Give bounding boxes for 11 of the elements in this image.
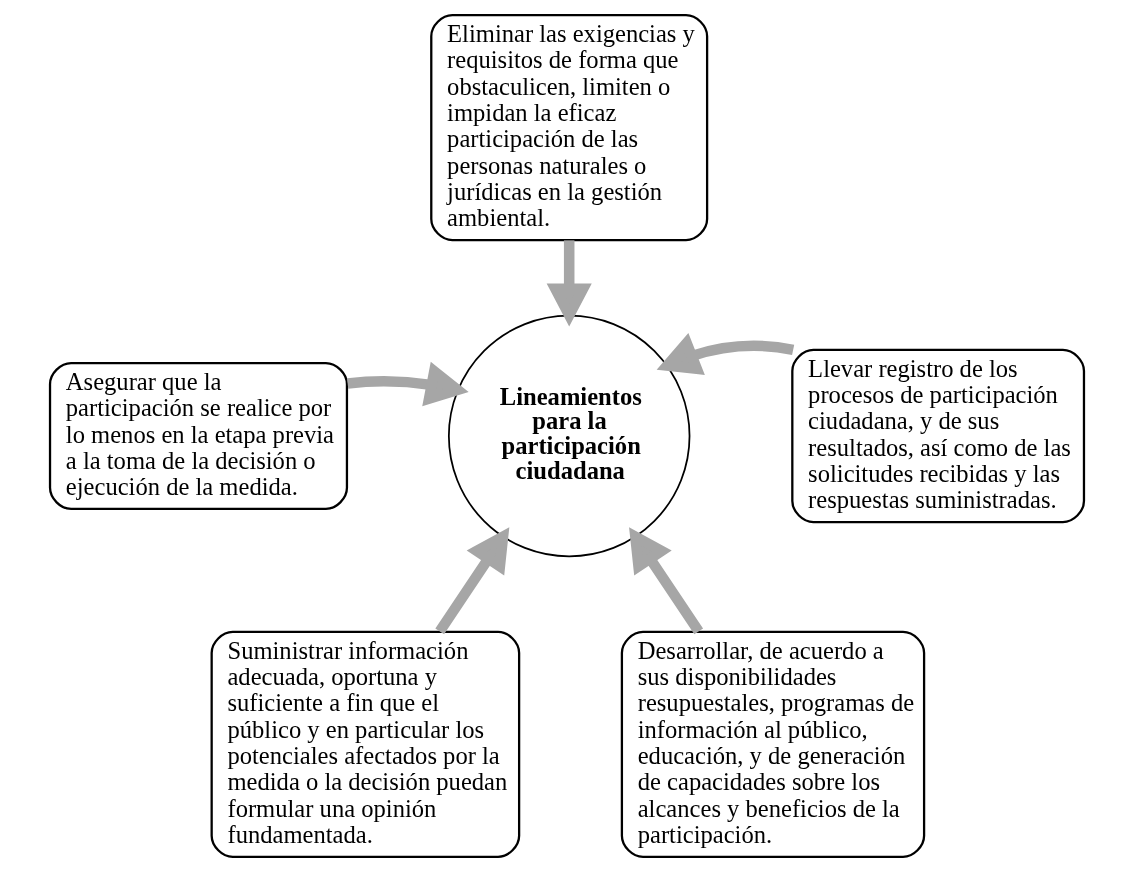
node-circle: Lineamientos para la participación ciudadana <box>447 314 691 558</box>
node-box: Eliminar las exigencias y requisitos de forma que obstaculicen, limiten o impidan la eficaz participación de las personas naturales o jurídicas en la gestión ambiental. <box>430 14 709 242</box>
node-box: Llevar registro de los procesos de participación ciudadana, y de sus resultados, así como de las solicitudes recibidas y las respuestas suministradas. <box>791 348 1086 524</box>
node-box: Asegurar que la participación se realice por lo menos en la etapa previa a la toma de la decisión o ejecución de la medida. <box>48 361 349 511</box>
arrow <box>546 240 592 327</box>
node-box: Desarrollar, de acuerdo a sus disponibilidades resupuestales, programas de información al público, educación, y de generación de capacidades sobre los alcances y beneficios de la participación. <box>620 630 926 858</box>
node-box: Suministrar información adecuada, oportuna y suficiente a fin que el público y en particular los potenciales afectados por la medida o la decisión puedan formular una opinión fundamentada. <box>210 630 521 858</box>
arrow <box>629 527 704 635</box>
arrow <box>435 527 510 635</box>
arrow <box>656 333 795 375</box>
arrow <box>347 361 469 407</box>
